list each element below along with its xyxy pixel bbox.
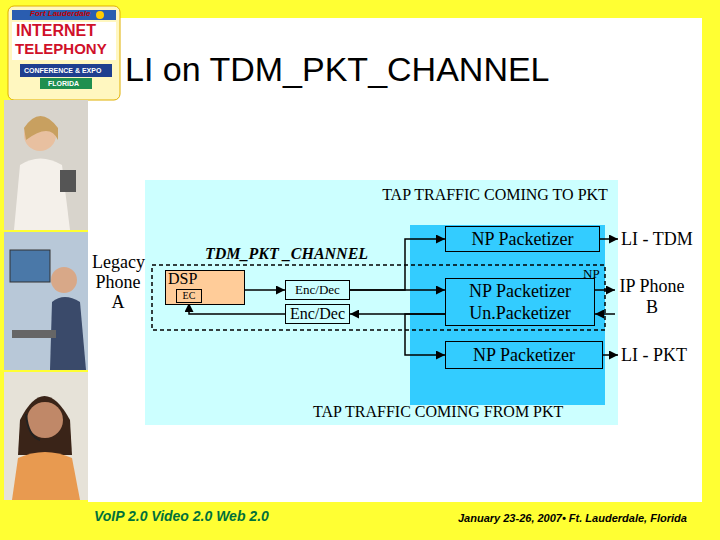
tap-heading: TAP TRAFFIC COMING FROM PKT [313, 402, 563, 421]
logo-text: INTERNET [16, 22, 96, 40]
footer-tagline: VoIP 2.0 Video 2.0 Web 2.0 [94, 508, 269, 525]
node-text: NP Packetizer [452, 280, 588, 302]
ec-box: EC [176, 289, 202, 303]
node-text: Un.Packetizer [452, 302, 588, 324]
headset [26, 414, 40, 440]
signal-arrow [595, 313, 615, 315]
node-text: Enc/Dec [289, 305, 346, 323]
tap-heading: TAP TRAFFIC COMING TO PKT [360, 186, 630, 204]
logo-text: FLORIDA [48, 79, 79, 89]
packetizer-box: NP PacketizerUn.Packetizer [445, 278, 595, 326]
photo-woman-headset [4, 372, 88, 500]
node-text: Legacy Phone A [92, 252, 144, 312]
footer-date: January 23-26, 2007• Ft. Lauderdale, Flo… [458, 511, 687, 525]
photo-ground [4, 100, 88, 230]
codec-box: Enc/Dec [285, 304, 350, 324]
signal-arrow [595, 289, 615, 291]
signal-arrow [600, 238, 618, 240]
pda [60, 170, 76, 192]
white-panel [88, 18, 702, 502]
tap-endpoint: LI - PKT [618, 345, 690, 365]
logo-bar [20, 64, 112, 77]
np-region [410, 225, 605, 405]
face [27, 402, 63, 438]
phone-endpoint: IP Phone B [615, 276, 689, 318]
logo-stripe [12, 22, 116, 60]
diagram-panel [145, 180, 618, 425]
packetizer-box: NP Packetizer [445, 341, 603, 369]
logo-text: Fort Lauderdale [30, 8, 90, 19]
node-text: IP Phone B [617, 276, 687, 318]
node-text: NP Packetizer [452, 229, 593, 249]
codec-box: Enc/Dec [285, 280, 350, 300]
hair [18, 396, 72, 455]
logo [8, 6, 120, 100]
hair [24, 116, 58, 140]
phone-endpoint: Legacy Phone A [90, 252, 146, 312]
signal-arrow [405, 314, 445, 355]
photo-ground [4, 372, 88, 500]
dsp-box: DSP EC [165, 270, 245, 305]
node-text: NP Packetizer [452, 345, 596, 365]
photo-man-laptop [4, 232, 88, 370]
tap-endpoint: LI - TDM [618, 229, 696, 249]
laptop [12, 330, 56, 338]
node-text: Enc/Dec [289, 282, 346, 298]
node-text: DSP [168, 271, 197, 287]
face [51, 267, 77, 293]
signal-arrow [603, 354, 618, 356]
packetizer-box: NP Packetizer [445, 226, 600, 252]
channel-title: TDM_PKT _CHANNEL [205, 244, 368, 263]
photo-ground [4, 232, 88, 370]
logo-ground [8, 6, 120, 100]
node-text: LI - PKT [621, 345, 687, 365]
logo-bar [40, 78, 92, 89]
signal-arrow [245, 289, 285, 291]
photo-woman-pda [4, 100, 88, 230]
top [12, 452, 80, 500]
screen [10, 250, 50, 282]
shirt [14, 159, 70, 231]
logo-text: CONFERENCE & EXPO [24, 65, 101, 76]
logo-text: TELEPHONY [15, 40, 107, 58]
logo-sun [96, 11, 104, 19]
node-text: EC [179, 290, 199, 302]
slide-title: LI on TDM_PKT_CHANNEL [125, 50, 550, 89]
channel-dashed-outline [152, 265, 605, 330]
node-text: LI - TDM [621, 229, 693, 249]
